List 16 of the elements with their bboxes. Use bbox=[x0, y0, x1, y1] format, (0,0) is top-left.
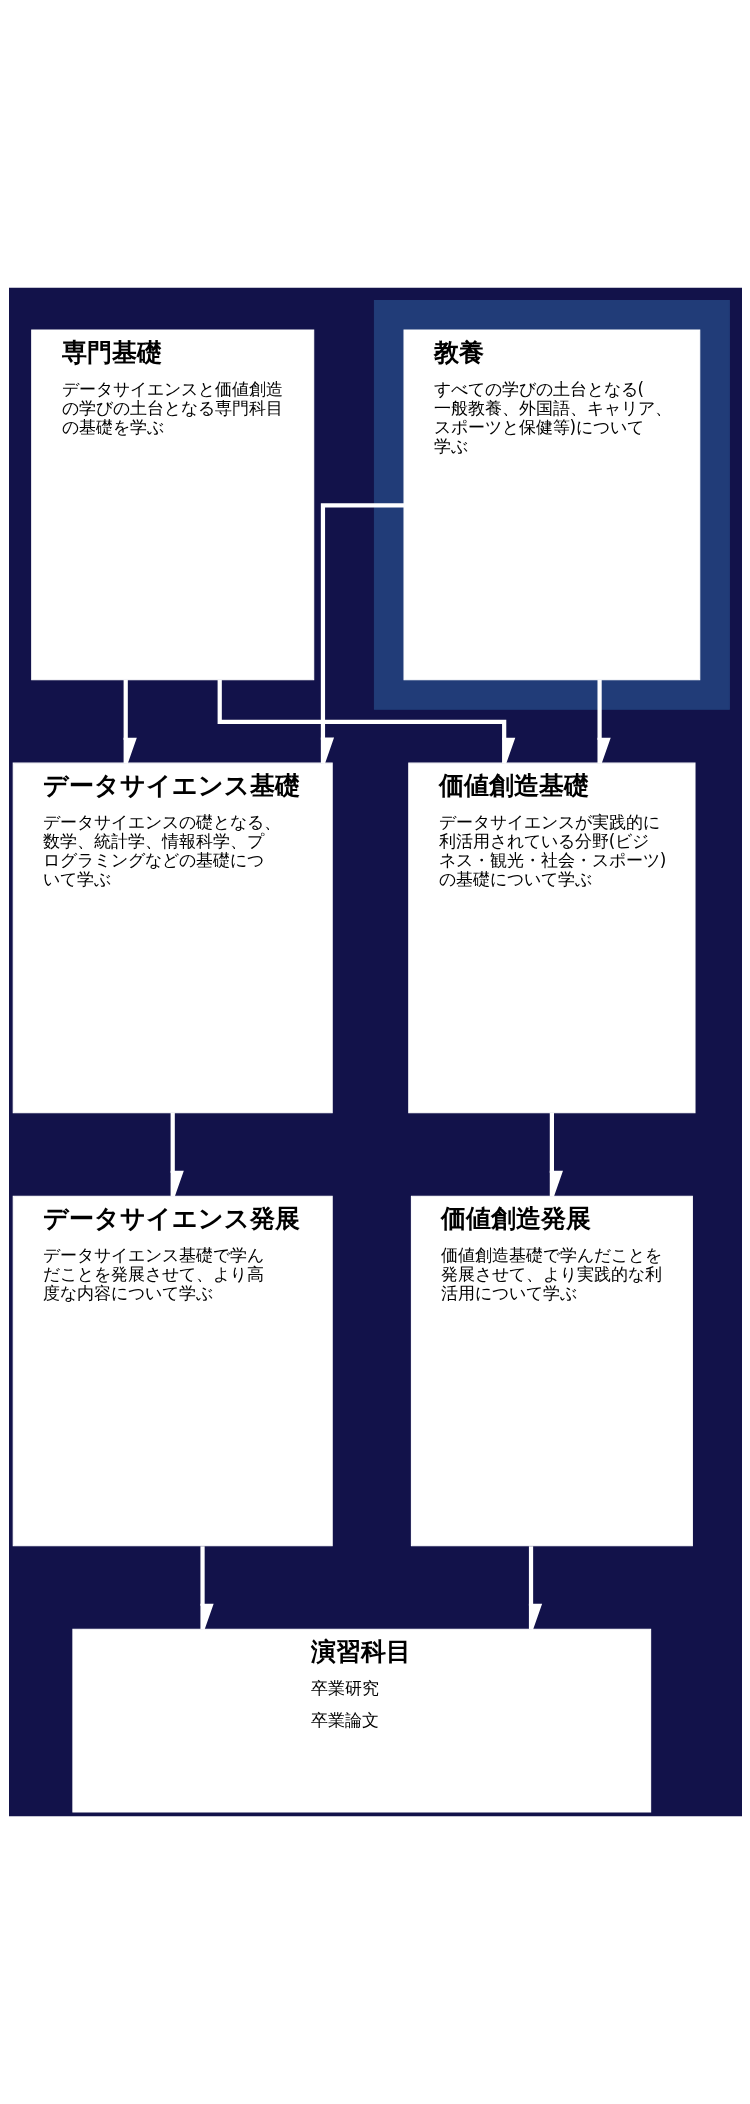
arrow bbox=[549, 1112, 563, 1199]
arrow bbox=[123, 679, 137, 766]
arrow bbox=[320, 503, 404, 766]
node-box: 演習科目 卒業研究 卒業論文 bbox=[71, 1628, 651, 1813]
node-box: 教養 すべての学びの土台となる(一般教養、外国語、キャリア、スポーツと保健等)について学ぶ bbox=[403, 329, 700, 681]
arrow bbox=[528, 1546, 542, 1632]
arrow bbox=[217, 680, 515, 766]
node-box: 専門基礎 データサイエンスと価値創造の学びの土台となる専門科目の基礎を学ぶ bbox=[30, 329, 314, 681]
cluster bbox=[373, 300, 730, 710]
node-box: 価値創造基礎 データサイエンスが実践的に利活用されている分野(ビジネス・観光・社会・スポーツ)の基礎について学ぶ bbox=[407, 762, 696, 1114]
node-box: 価値創造発展 価値創造基礎で学んだことを発展させて、より実践的な利活用について学ぶ bbox=[410, 1195, 693, 1547]
arrow bbox=[199, 1546, 214, 1632]
arrow bbox=[170, 1112, 184, 1199]
node-box: データサイエンス基礎 データサイエンスの礎となる、数学、統計学、情報科学、プログラミングなどの基礎について学ぶ bbox=[12, 762, 333, 1114]
arrow bbox=[597, 679, 611, 766]
node-box: データサイエンス発展 データサイエンス基礎で学んだことを発展させて、より高度な内容について学ぶ bbox=[12, 1195, 333, 1547]
